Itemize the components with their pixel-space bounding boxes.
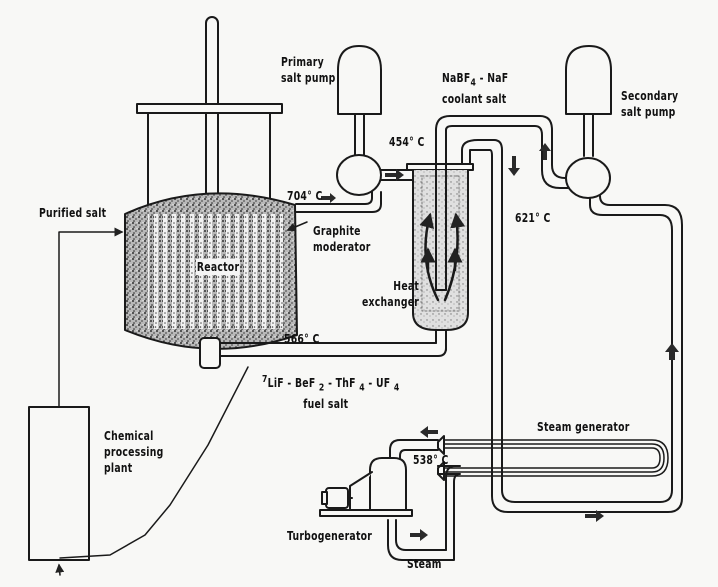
purified-salt-label: Purified salt <box>39 206 107 220</box>
turbogenerator-label: Turbogenerator <box>287 529 373 543</box>
heat-exchanger <box>412 169 469 331</box>
chemical-plant-label-line1: Chemical <box>104 429 154 443</box>
arrow-steam-right <box>410 529 428 541</box>
primary-pump-label-line2: salt pump <box>281 71 336 85</box>
graphite-moderator-label-line1: Graphite <box>313 224 361 238</box>
flow-arrows <box>321 143 679 541</box>
secondary-pump-casing <box>565 157 611 199</box>
temp-hx-coolant-inlet: 454° C <box>389 135 425 149</box>
arrow-sg-left <box>420 426 438 438</box>
hx-flange <box>406 163 474 171</box>
secondary-pump-label-line2: salt pump <box>621 105 676 119</box>
temp-steam: 538° C <box>413 453 449 467</box>
arrow-secondary-up <box>665 343 679 360</box>
steam-generator-label: Steam generator <box>537 420 630 434</box>
fuel-salt-label: 7LiF - BeF 2 - ThF 4 - UF 4 fuel salt <box>262 372 399 412</box>
temp-reactor-outlet: 704° C <box>287 189 323 203</box>
generator <box>325 487 349 509</box>
coolant-salt-label-line2: coolant salt <box>442 92 507 107</box>
secondary-pump-motor <box>565 45 612 115</box>
primary-pump-label: Primary salt pump <box>281 54 336 86</box>
temp-hx-coolant-outlet: 621° C <box>515 211 551 225</box>
graphite-moderator-label-line2: moderator <box>313 240 371 254</box>
primary-pump-motor <box>337 45 382 115</box>
chemical-plant-label: Chemical processing plant <box>104 428 163 476</box>
graphite-moderator-label: Graphite moderator <box>313 223 371 255</box>
fuel-salt-formula: 7LiF - BeF 2 - ThF 4 - UF 4 <box>262 374 400 394</box>
arrow-bottom-right <box>585 510 604 522</box>
reactor-drain <box>199 337 221 369</box>
fuel-salt-label-line2: fuel salt <box>303 397 349 412</box>
arrow-454 <box>385 169 404 181</box>
chemical-plant-label-line2: processing <box>104 445 164 459</box>
arrow-coolant-down <box>508 156 520 176</box>
chemical-processing-plant <box>28 406 90 561</box>
heat-exchanger-label-line2: exchanger <box>362 295 420 309</box>
secondary-pump-label: Secondary salt pump <box>621 88 678 120</box>
coolant-salt-label: NaBF4 - NaF coolant salt <box>442 70 508 107</box>
chemical-plant-label-line3: plant <box>104 461 133 475</box>
temp-fuel-return: 566° C <box>284 332 320 346</box>
primary-pump-label-line1: Primary <box>281 55 324 69</box>
coolant-salt-formula: NaBF4 - NaF <box>442 71 509 89</box>
heat-exchanger-label-line1: Heat <box>393 279 420 293</box>
arrow-704 <box>321 193 336 203</box>
reactor-head-flange <box>136 103 283 114</box>
turbogenerator-base <box>319 509 413 517</box>
arrow-coolant-up <box>539 143 551 160</box>
primary-pump-casing <box>336 154 382 196</box>
reactor-label: Reactor <box>196 259 241 275</box>
steam-label: Steam <box>407 557 442 571</box>
turbine <box>369 457 407 511</box>
heat-exchanger-label: Heat exchanger <box>362 278 419 310</box>
secondary-pump-label-line1: Secondary <box>621 89 679 103</box>
